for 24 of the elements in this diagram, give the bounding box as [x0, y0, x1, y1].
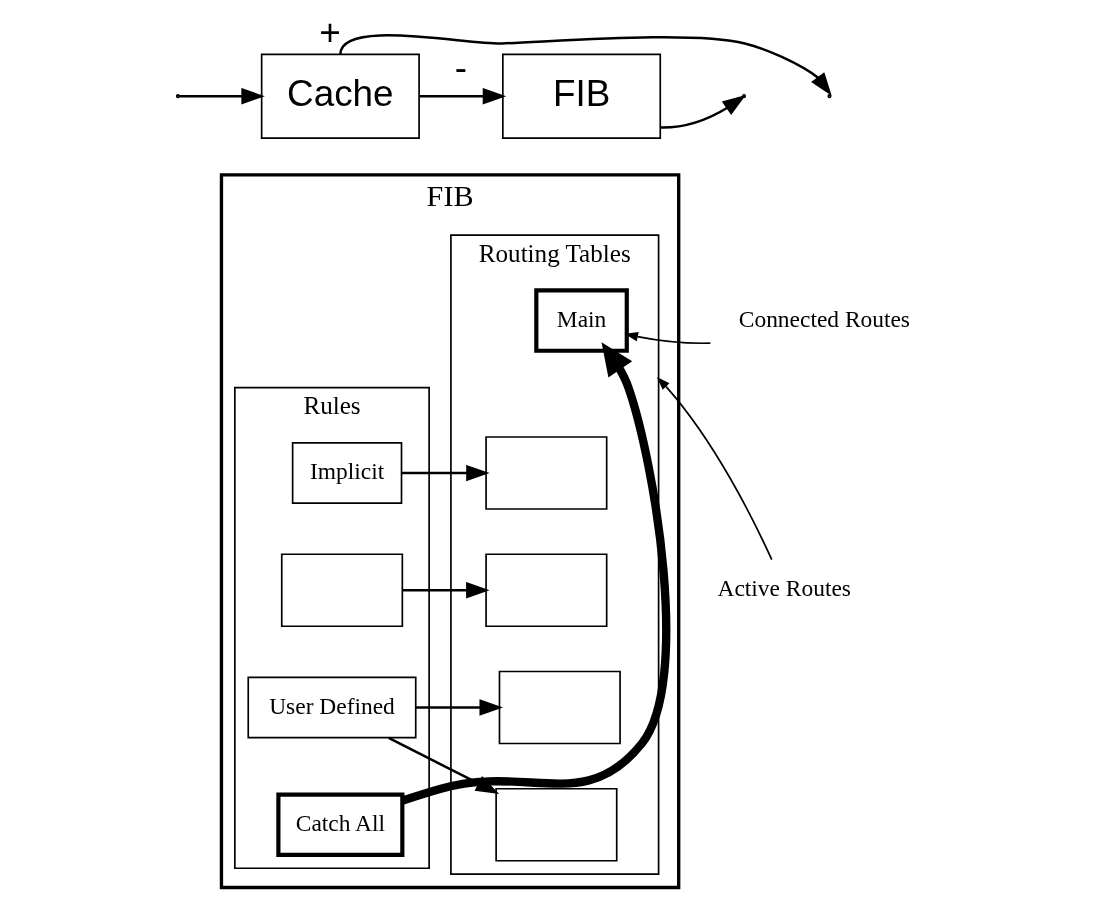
node-box: Cache [260, 53, 420, 139]
node-box [485, 553, 608, 628]
node-box: User Defined [247, 676, 417, 739]
arrow [624, 332, 712, 345]
node-text: Connected Routes [738, 305, 911, 332]
node-box [498, 670, 621, 745]
edge-label: - [454, 47, 468, 89]
node-box: Implicit [291, 442, 403, 504]
node-box: FIB [502, 53, 662, 139]
edge-label: + [319, 11, 341, 53]
arrow [401, 342, 671, 805]
arrow [179, 87, 265, 105]
node-box: Catch All [276, 792, 405, 857]
arrow [416, 699, 503, 716]
arrow [339, 34, 832, 96]
arrow [419, 87, 507, 105]
node-text: Active Routes [717, 575, 851, 602]
node-box [485, 436, 608, 510]
arrow [401, 464, 490, 482]
node-box: Main [534, 288, 629, 353]
arrow [402, 582, 490, 599]
arrow [656, 376, 773, 561]
node-box [495, 787, 618, 862]
node-box [280, 553, 404, 628]
